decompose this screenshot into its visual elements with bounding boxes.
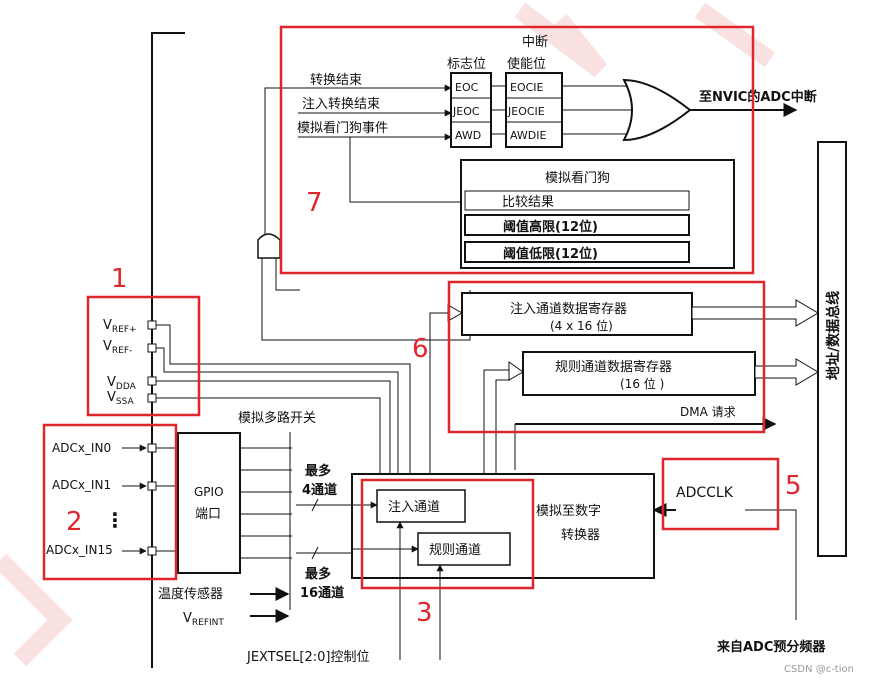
- adcclk-label: ADCCLK: [676, 485, 734, 501]
- vref-plus-sub: REF+: [112, 325, 137, 335]
- clock-source: ADCCLK 来自ADC预分频器: [652, 485, 826, 655]
- adc-line2: 转换器: [561, 528, 600, 543]
- highlight-box-3: [360, 478, 535, 590]
- prescaler-label: 来自ADC预分频器: [716, 639, 826, 655]
- vdda-sub: DDA: [116, 382, 137, 392]
- flag-awd: AWD: [455, 129, 481, 142]
- event-jeoc: 注入转换结束: [302, 97, 380, 112]
- and-gate: [257, 233, 281, 259]
- block-number-6: 6: [412, 334, 429, 364]
- highlight-box-5: [661, 457, 780, 531]
- mux-title: 模拟多路开关: [238, 410, 316, 426]
- adc-converter: 模拟至数字 转换器 注入通道 规则通道: [351, 473, 655, 660]
- watchdog-low: 阈值低限(12位): [503, 246, 598, 262]
- address-data-bus: 地址/数据总线: [817, 141, 847, 557]
- watchdog-compare: 比较结果: [502, 195, 554, 210]
- flag-eoc: EOC: [455, 81, 479, 94]
- gpio-line1: GPIO: [194, 485, 224, 499]
- vrefint-sub: REFINT: [192, 618, 225, 628]
- block-numbers: 7 1 6 2 5 3: [66, 188, 802, 628]
- watermark: [0, 2, 776, 667]
- regular-register-size: (16 位 ): [620, 376, 664, 391]
- adc-line1: 模拟至数字: [536, 504, 601, 519]
- inj-max-2: 4通道: [302, 482, 337, 498]
- svg-text:VREF-: VREF-: [103, 339, 132, 356]
- input-in1: ADCx_IN1: [52, 478, 111, 492]
- enable-register: [505, 72, 563, 148]
- analog-watchdog: 模拟看门狗 比较结果 阈值高限(12位) 阈值低限(12位): [460, 159, 735, 269]
- or-gate: [622, 78, 692, 142]
- vref-minus-sub: REF-: [112, 346, 132, 356]
- interrupt-logic: 标志位 中断 使能位 EOC JEOC AWD EOCIE JEOCIE AWD…: [264, 35, 817, 238]
- regular-register-label: 规则通道数据寄存器: [555, 359, 672, 375]
- highlight-box-6: [447, 280, 766, 434]
- power-pins: VREF+ VREF- VDDA VSSA: [103, 318, 411, 490]
- bus-label: 地址/数据总线: [825, 291, 842, 380]
- flag-header: 标志位: [447, 57, 486, 72]
- jextsel-label: JEXTSEL[2:0]控制位: [246, 650, 369, 665]
- enable-header-1: 中断: [522, 35, 548, 50]
- temp-sensor: 温度传感器: [158, 586, 223, 602]
- injected-channel: 注入通道: [388, 500, 440, 515]
- block-number-2: 2: [66, 507, 83, 537]
- watchdog-high: 阈值高限(12位): [503, 219, 598, 235]
- injected-register-label: 注入通道数据寄存器: [510, 301, 627, 317]
- internal-sources: 温度传感器 VREFINT: [158, 586, 290, 628]
- block-number-5: 5: [785, 471, 802, 501]
- watchdog-title: 模拟看门狗: [545, 170, 610, 186]
- nvic-label: 至NVIC的ADC中断: [699, 89, 817, 105]
- flag-jeoc: JEOC: [452, 105, 480, 118]
- highlight-box-2: [42, 423, 178, 581]
- block-number-7: 7: [306, 188, 323, 218]
- reg-max-1: 最多: [305, 566, 331, 582]
- gpio-line2: 端口: [195, 507, 221, 522]
- svg-text:VREF+: VREF+: [103, 318, 137, 335]
- input-dots: ⋮: [105, 508, 125, 532]
- gpio-port: GPIO 端口: [177, 432, 292, 574]
- credit: CSDN @c-tion: [784, 664, 854, 675]
- highlight-box-7: [279, 25, 755, 275]
- svg-text:VREFINT: VREFINT: [183, 611, 224, 628]
- device-boundary: [151, 32, 185, 668]
- enable-jeocie: JEOCIE: [507, 105, 545, 118]
- analog-inputs: ADCx_IN0 ADCx_IN1 ⋮ ADCx_IN15: [46, 441, 178, 557]
- regular-channel: 规则通道: [429, 543, 481, 558]
- input-in15: ADCx_IN15: [46, 543, 113, 557]
- event-eoc: 转换结束: [310, 73, 362, 88]
- svg-text:VDDA: VDDA: [107, 375, 137, 392]
- analog-mux: 模拟多路开关 最多 4通道 最多 16通道: [238, 410, 352, 610]
- vrefint-main: V: [183, 611, 192, 626]
- enable-eocie: EOCIE: [510, 81, 544, 94]
- injected-register-size: (4 x 16 位): [550, 318, 613, 333]
- event-awd: 模拟看门狗事件: [297, 120, 388, 136]
- enable-awdie: AWDIE: [510, 129, 547, 142]
- data-registers: 注入通道数据寄存器 (4 x 16 位) 规则通道数据寄存器 (16 位 ) D…: [429, 292, 819, 530]
- highlight-boxes: [42, 25, 780, 590]
- vssa-sub: SSA: [116, 397, 135, 407]
- block-number-1: 1: [111, 264, 128, 294]
- svg-text:VSSA: VSSA: [107, 390, 134, 407]
- input-in0: ADCx_IN0: [52, 441, 111, 455]
- dma-label: DMA 请求: [680, 405, 736, 419]
- highlight-box-1: [86, 295, 201, 417]
- inj-max-1: 最多: [305, 463, 331, 479]
- enable-header-2: 使能位: [507, 56, 546, 72]
- reg-max-2: 16通道: [300, 585, 344, 601]
- block-number-3: 3: [416, 598, 433, 628]
